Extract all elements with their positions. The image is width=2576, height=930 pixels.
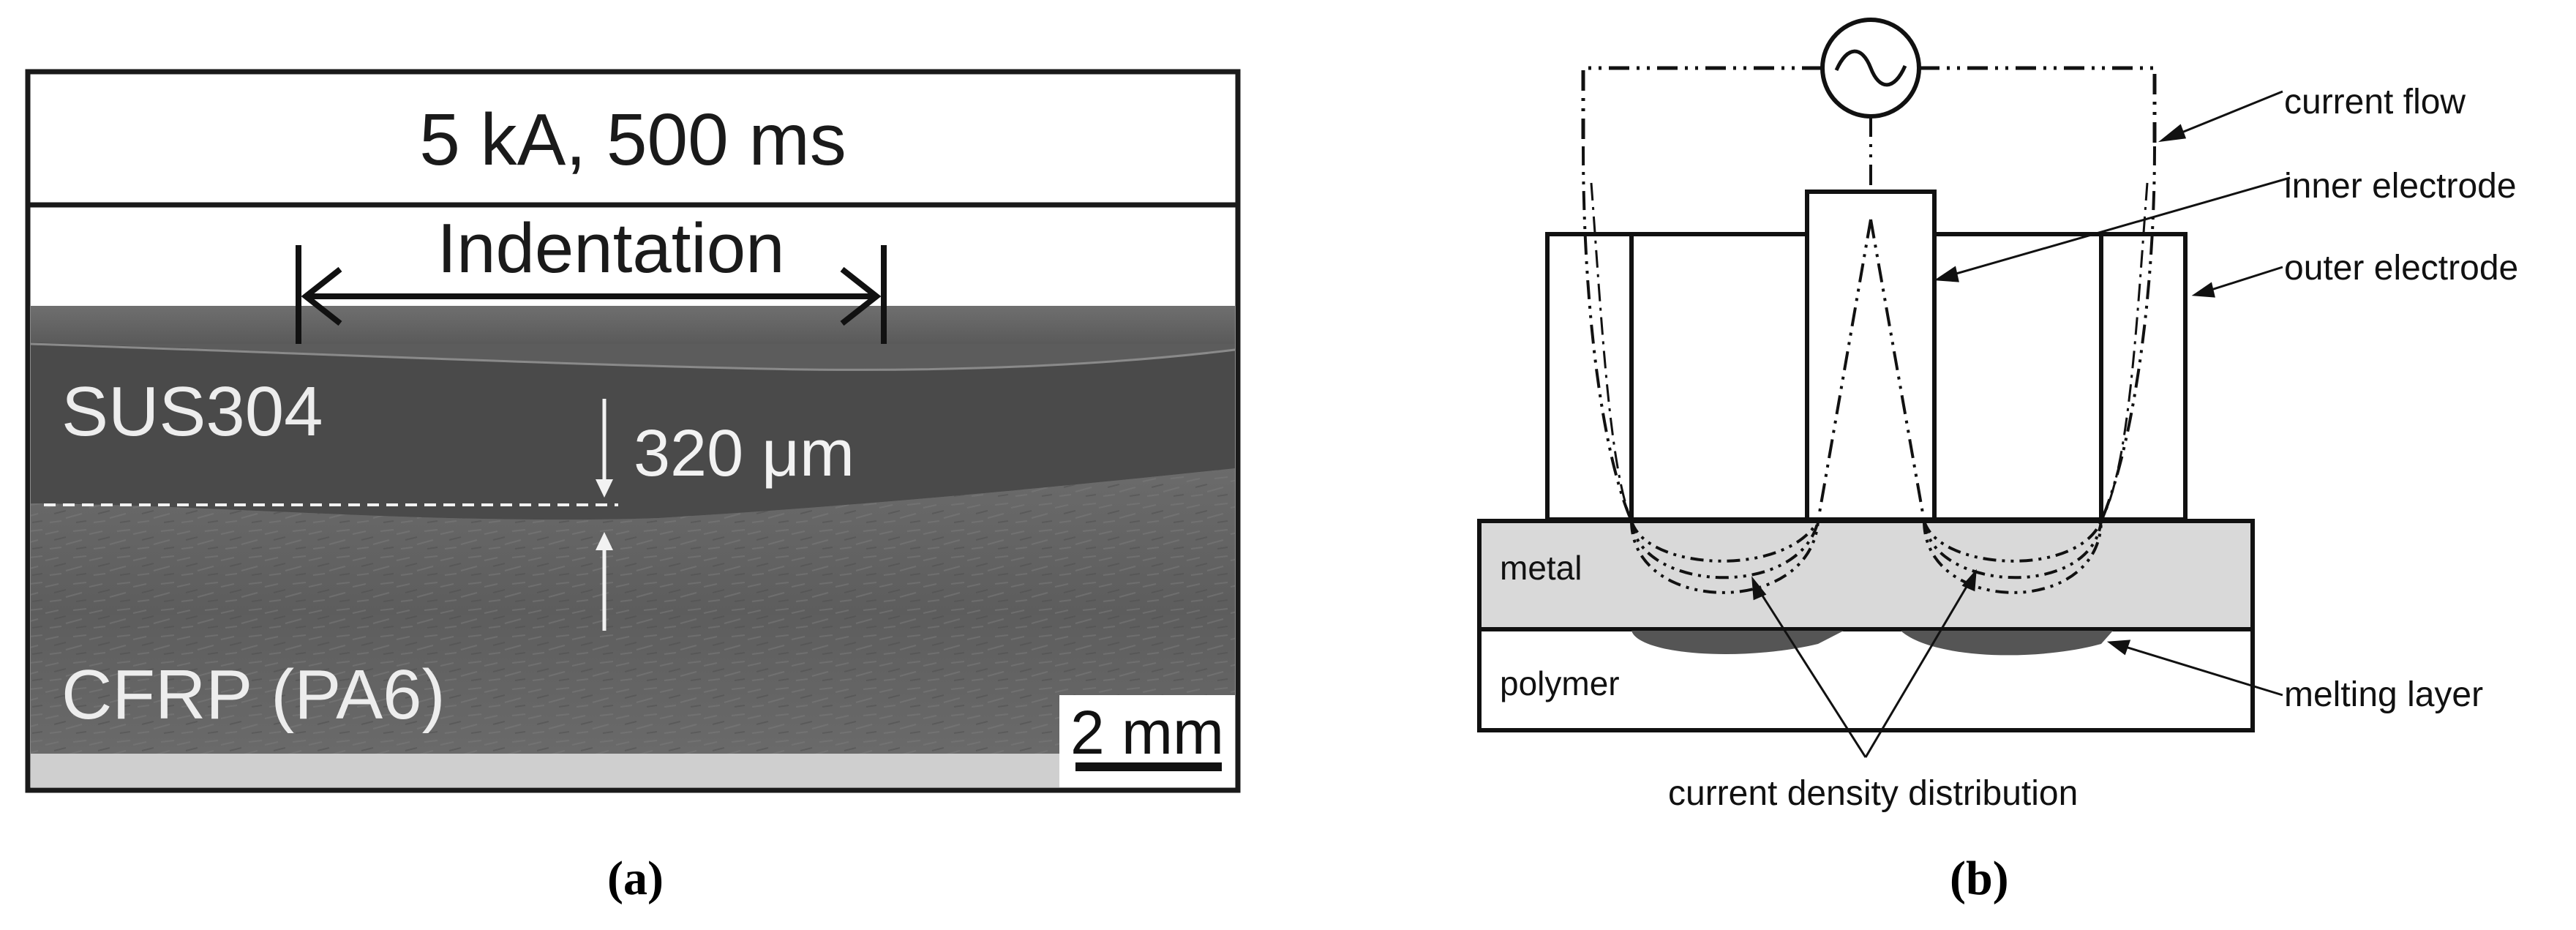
schematic-figure: metal polymer current flow inner elect [1288,0,2576,930]
metal-layer [1479,521,2253,629]
outer-electrode-label: outer electrode [2284,249,2518,288]
panel-b-schematic: metal polymer current flow inner elect [1288,0,2576,930]
current-density-label: current density distribution [1668,774,2078,813]
outer-electrode-leader [2202,267,2283,293]
scale-label: 2 mm [1070,698,1224,767]
surface-strip [31,306,1235,344]
melting-layer-label: melting layer [2284,675,2483,714]
circuit-wire-left [1583,68,1822,146]
sine-wave-icon [1836,51,1905,85]
sus304-label: SUS304 [61,372,323,451]
circuit-wire-right [1919,68,2155,146]
panel-a-micrograph: 5 kA, 500 ms Indentation SUS304 CFRP (PA… [0,0,1288,930]
scale-bar [1075,762,1222,771]
cfrp-label: CFRP (PA6) [61,656,446,734]
caption-a: (a) [607,855,664,903]
polymer-label: polymer [1500,664,1620,702]
current-flow-arrowhead [2162,126,2185,140]
bottom-band [31,754,1235,787]
inner-electrode [1807,192,1934,520]
metal-label: metal [1500,549,1582,587]
header-text: 5 kA, 500 ms [419,99,846,181]
inner-electrode-label: inner electrode [2284,167,2517,206]
indentation-label: Indentation [437,209,784,288]
outer-electrode-arrowhead [2195,284,2214,296]
depth-label: 320 μm [634,417,855,490]
current-flow-label: current flow [2284,83,2466,121]
caption-b: (b) [1950,855,2009,903]
micrograph-figure: 5 kA, 500 ms Indentation SUS304 CFRP (PA… [0,0,1288,930]
